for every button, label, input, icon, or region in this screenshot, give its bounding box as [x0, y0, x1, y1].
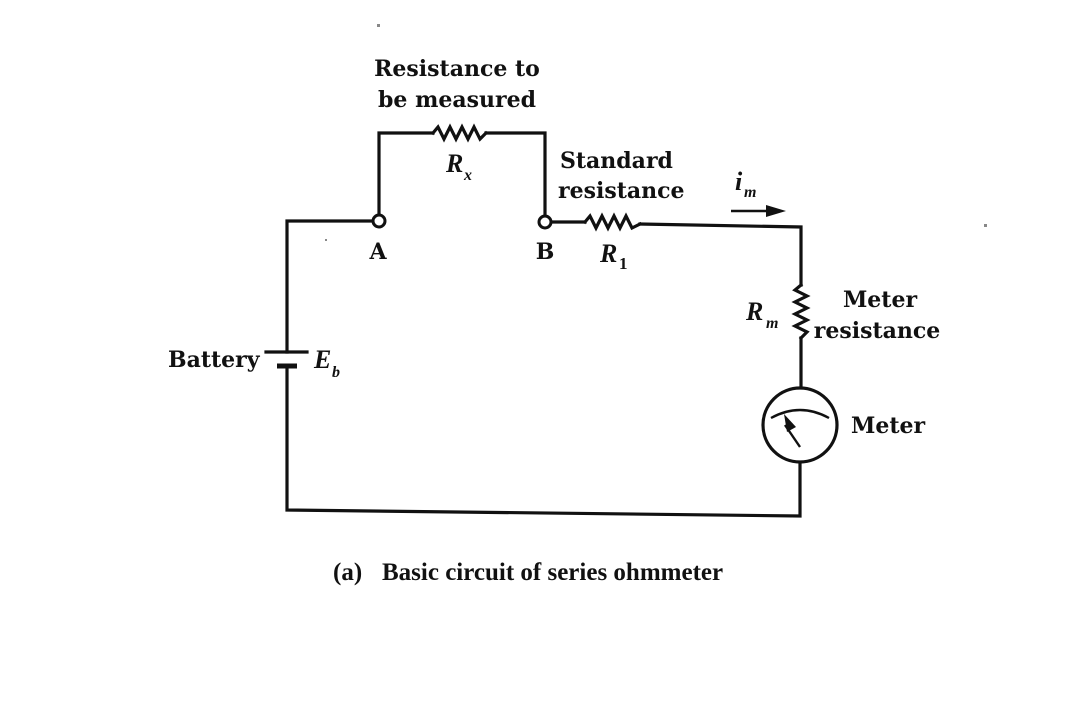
battery-label: Battery: [168, 347, 261, 373]
rx-description-line1: Resistance to: [374, 56, 540, 82]
r1-subscript: 1: [619, 254, 628, 273]
rx-description-line2: be measured: [378, 87, 536, 113]
current-symbol: i: [735, 167, 743, 196]
battery-subscript: b: [332, 364, 340, 381]
rm-symbol: R: [745, 297, 763, 326]
scan-speck: [325, 239, 327, 241]
terminal-a-label: A: [368, 239, 387, 265]
wire-a-to-battery: [285, 219, 375, 354]
r1-symbol: R: [599, 239, 617, 268]
resistor-rx: [430, 123, 489, 143]
scan-speck: [984, 224, 987, 227]
meter-icon: [761, 386, 839, 464]
rm-description-line2: resistance: [814, 318, 941, 344]
rm-subscript: m: [766, 315, 778, 332]
terminal-a: [371, 213, 387, 229]
wire-r1-to-rm: [638, 222, 803, 287]
r1-description-line2: resistance: [558, 178, 685, 204]
terminal-b: [537, 214, 553, 230]
figure-caption-text: Basic circuit of series ohmmeter: [382, 559, 723, 586]
wire-rx-to-b: [484, 131, 547, 217]
scan-speck: [377, 24, 380, 27]
terminal-b-label: B: [536, 239, 555, 265]
current-arrow-icon: [731, 205, 786, 217]
rx-symbol: R: [445, 149, 463, 178]
battery-icon: [264, 350, 309, 369]
battery-symbol: E: [313, 345, 331, 374]
rx-subscript: x: [463, 167, 472, 184]
figure-caption-label: (a): [333, 559, 362, 586]
wire-battery-to-meter: [285, 365, 802, 518]
r1-description-line1: Standard: [560, 148, 673, 174]
current-subscript: m: [744, 184, 756, 201]
resistor-r1: [582, 212, 643, 232]
resistor-rm: [791, 282, 811, 341]
rm-description-line1: Meter: [843, 287, 918, 313]
meter-label: Meter: [851, 413, 926, 439]
wire-a-to-rx: [377, 131, 435, 217]
